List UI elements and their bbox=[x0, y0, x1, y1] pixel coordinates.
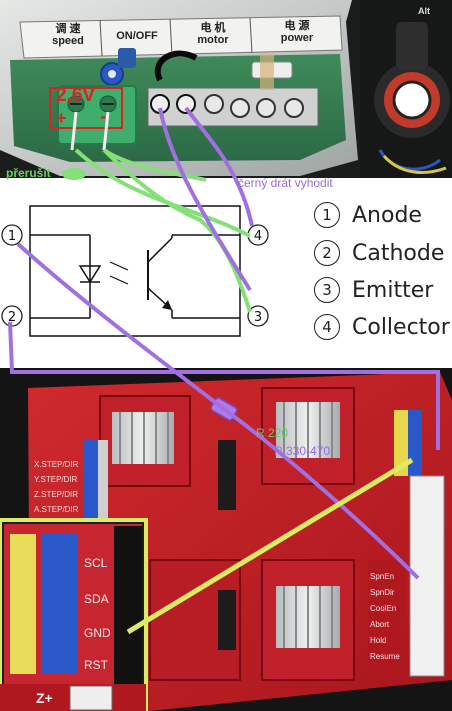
violet-wire-psu bbox=[158, 107, 252, 292]
left-header-pins bbox=[84, 440, 108, 520]
psu-label-motor-cn: 电 机 bbox=[200, 22, 226, 34]
stepper-driver-z bbox=[261, 559, 355, 681]
side-label-hold: Hold bbox=[370, 636, 387, 645]
violet-wire-psu-2 bbox=[184, 106, 254, 227]
capacitor-icon bbox=[118, 48, 136, 68]
center-header-lower bbox=[218, 590, 236, 650]
plus-label: + bbox=[56, 108, 67, 128]
psu-label-speed-cn: 调 速 bbox=[55, 23, 81, 35]
side-label-abort: Abort bbox=[370, 620, 390, 629]
side-label-spnen: SpnEn bbox=[370, 572, 395, 581]
side-label-coolen: CoolEn bbox=[370, 604, 397, 613]
side-label-resume: Resume bbox=[370, 652, 400, 661]
violet-wire-anode bbox=[16, 242, 420, 580]
psu-label-motor: 电 机 motor bbox=[180, 22, 246, 46]
psu-label-power: 电 源 power bbox=[262, 20, 332, 44]
psu-label-power-cn: 电 源 bbox=[284, 20, 310, 32]
yellow-wire bbox=[126, 457, 414, 635]
legend-anode-name: Anode bbox=[352, 203, 422, 228]
inset-bottom-label: Z+ bbox=[36, 690, 53, 706]
psu-label-speed-en: speed bbox=[52, 35, 84, 47]
legend-cathode-name: Cathode bbox=[352, 241, 445, 266]
transistor-icon bbox=[147, 234, 240, 319]
legend-emitter-name: Emitter bbox=[352, 278, 434, 303]
diode-icon bbox=[78, 265, 102, 284]
legend-collector-name: Collector bbox=[352, 315, 450, 340]
legend-emitter: 3 Emitter bbox=[314, 277, 433, 303]
legend-anode: 1 Anode bbox=[314, 202, 422, 228]
legend-collector-num: 4 bbox=[314, 314, 340, 340]
voltage-label: 2,6V bbox=[56, 85, 96, 106]
inset-label-gnd: GND bbox=[84, 626, 111, 640]
inset-label-sda: SDA bbox=[84, 592, 109, 606]
pin-4-num: 4 bbox=[254, 229, 262, 244]
pin-3-marker: 3 bbox=[247, 305, 269, 327]
screw-icon bbox=[284, 98, 304, 118]
wires bbox=[8, 106, 440, 635]
legend-anode-num: 1 bbox=[314, 202, 340, 228]
inset-label-rst: RST bbox=[84, 658, 108, 672]
pin-3-num: 3 bbox=[254, 310, 262, 325]
axis-label-a: A.STEP/DIR bbox=[34, 505, 79, 514]
optocoupler-schematic: 1 2 4 3 bbox=[0, 178, 452, 368]
psu-label-power-en: power bbox=[280, 32, 314, 44]
pin-1-num: 1 bbox=[8, 229, 16, 244]
pin-4-marker: 4 bbox=[247, 224, 269, 246]
legend-cathode: 2 Cathode bbox=[314, 240, 444, 266]
violet-wire-cathode bbox=[8, 321, 440, 450]
brand-label: Alt bbox=[418, 6, 430, 16]
psu-label-onoff-en: ON/OFF bbox=[116, 30, 158, 42]
pin-2-num: 2 bbox=[8, 310, 16, 325]
break-label: přerušit bbox=[6, 166, 51, 180]
pin-1-marker: 1 bbox=[1, 224, 23, 246]
screw-icon bbox=[176, 94, 196, 114]
stepper-driver-x bbox=[99, 395, 191, 487]
legend-collector: 4 Collector bbox=[314, 314, 450, 340]
screw-icon bbox=[256, 98, 276, 118]
minus-label: - bbox=[100, 106, 106, 126]
resistor-alt-label: R 330-470 bbox=[274, 444, 331, 458]
break-marker bbox=[62, 168, 86, 180]
axis-label-x: X.STEP/DIR bbox=[34, 460, 79, 469]
psu-label-onoff: ON/OFF bbox=[108, 30, 166, 42]
side-label-spndir: SpnDir bbox=[370, 588, 395, 597]
screw-terminal-row bbox=[147, 87, 319, 127]
inset-photo bbox=[0, 518, 148, 711]
knob-icon bbox=[360, 0, 452, 178]
psu-label-motor-en: motor bbox=[197, 34, 229, 46]
screw-icon bbox=[230, 98, 250, 118]
polarity-box bbox=[49, 87, 123, 129]
green-wire-emitter bbox=[102, 148, 252, 313]
axis-label-z: Z.STEP/DIR bbox=[34, 490, 79, 499]
screw-icon bbox=[204, 94, 224, 114]
stepper-driver-y bbox=[261, 387, 355, 485]
legend-emitter-num: 3 bbox=[314, 277, 340, 303]
legend-cathode-num: 2 bbox=[314, 240, 340, 266]
center-header bbox=[218, 440, 236, 510]
inset-label-scl: SCL bbox=[84, 556, 108, 570]
discard-label: černý drát vyhodit bbox=[238, 176, 333, 190]
psu-label-speed: 调 速 speed bbox=[40, 23, 96, 47]
psu-photo bbox=[0, 0, 452, 178]
resistor-label: R 220 bbox=[256, 426, 289, 440]
axis-label-y: Y.STEP/DIR bbox=[34, 475, 78, 484]
speed-terminal-icon bbox=[57, 85, 137, 145]
